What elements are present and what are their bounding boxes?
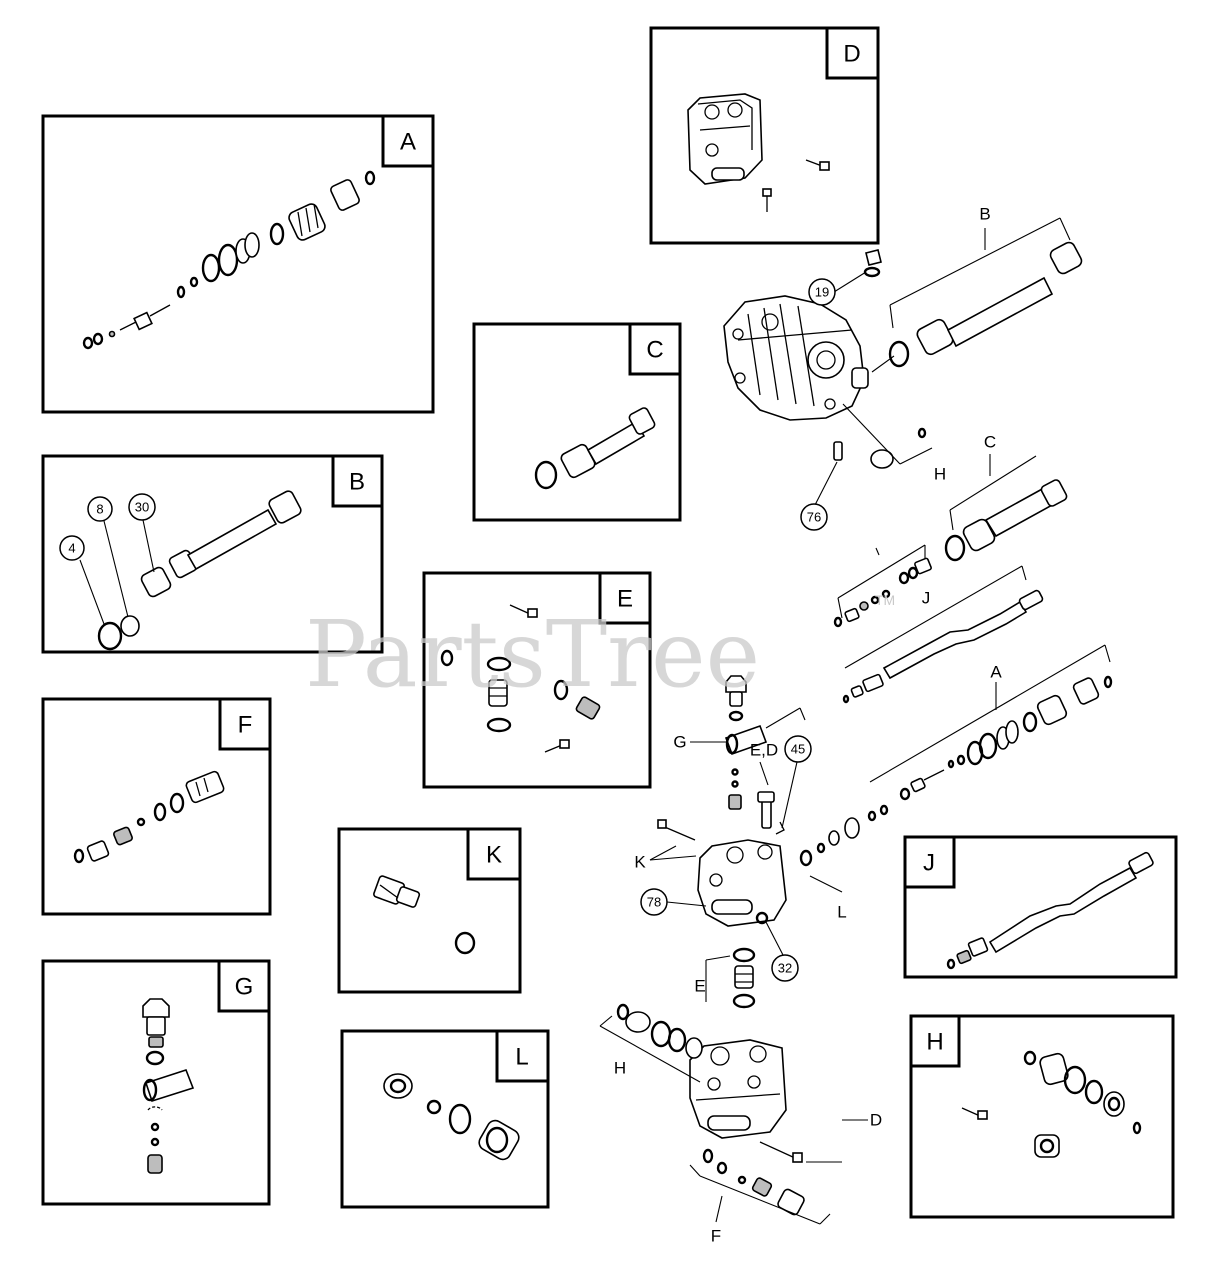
group-label-e: E xyxy=(694,977,705,996)
seal-h-illustration xyxy=(961,1050,1142,1158)
callout-76[interactable]: 76 xyxy=(800,461,838,531)
panel-d[interactable]: D xyxy=(649,26,880,245)
panel-l[interactable]: L xyxy=(340,1029,550,1209)
seal-kit-illustration xyxy=(73,770,225,864)
screw-illustration xyxy=(762,159,830,212)
svg-text:8: 8 xyxy=(96,502,103,517)
svg-text:30: 30 xyxy=(135,500,149,515)
panel-c[interactable]: C xyxy=(472,322,682,522)
svg-text:45: 45 xyxy=(791,742,805,757)
cylinder-g-main-illustration xyxy=(944,455,1068,562)
group-label-h: H xyxy=(934,465,946,484)
callout-78[interactable]: 78 xyxy=(640,888,707,916)
group-label-l: L xyxy=(837,903,846,922)
bolt-stack-illustration xyxy=(142,998,195,1174)
hose-illustration xyxy=(946,851,1154,970)
watermark-text: PartsTree xyxy=(305,601,760,708)
panel-h[interactable]: H xyxy=(909,1014,1175,1219)
group-label-g: G xyxy=(673,733,686,752)
seal-set-illustration xyxy=(383,1073,520,1161)
panel-f-label: F xyxy=(238,712,253,739)
panel-f[interactable]: F xyxy=(41,697,272,916)
callout-8[interactable]: 8 xyxy=(87,496,129,618)
panel-e[interactable]: E xyxy=(422,571,652,789)
group-label-a: A xyxy=(990,663,1002,682)
group-label-h-lower: H xyxy=(614,1059,626,1078)
panel-j[interactable]: J xyxy=(903,835,1178,979)
pump-body-illustration xyxy=(723,249,927,469)
fitting-illustration xyxy=(373,875,476,955)
panel-b-label: B xyxy=(349,469,365,496)
callout-32[interactable]: 32 xyxy=(765,921,799,982)
callout-19[interactable]: 19 xyxy=(808,271,867,306)
group-label-b: B xyxy=(979,205,990,224)
panel-c-label: C xyxy=(646,337,663,364)
cylinder-b-main-illustration xyxy=(871,217,1083,373)
callout-30[interactable]: 30 xyxy=(128,493,156,573)
panel-e-label: E xyxy=(617,586,633,613)
g-bolt-main-illustration xyxy=(724,675,806,810)
svg-text:4: 4 xyxy=(68,541,75,556)
panel-g[interactable]: G xyxy=(41,959,271,1206)
group-label-c: C xyxy=(984,433,996,452)
panel-d-label: D xyxy=(843,41,860,68)
cylinder-b-illustration xyxy=(97,490,302,651)
group-label-d: D xyxy=(870,1111,882,1130)
valve-assembly-illustration xyxy=(82,170,376,350)
group-label-k: K xyxy=(634,853,646,872)
svg-text:32: 32 xyxy=(778,961,792,976)
valve-head-illustration xyxy=(687,93,763,185)
svg-text:19: 19 xyxy=(815,285,829,300)
panel-b[interactable]: B 4 8 30 xyxy=(41,454,384,654)
group-label-e-d: E,D xyxy=(750,741,778,760)
e-valve-main-illustration xyxy=(732,947,756,1009)
panel-h-label: H xyxy=(926,1029,943,1056)
panel-j-label: J xyxy=(923,850,935,877)
svg-text:78: 78 xyxy=(647,895,661,910)
cylinder-illustration xyxy=(534,407,656,490)
lower-valve-head-illustration xyxy=(599,1003,842,1225)
panel-g-label: G xyxy=(235,974,254,1001)
panel-a-label: A xyxy=(400,129,416,156)
watermark-trademark: TM xyxy=(875,592,895,608)
cylinder-a-main-illustration xyxy=(869,644,1113,801)
valve-head-main-illustration xyxy=(657,791,889,927)
svg-text:76: 76 xyxy=(807,510,821,525)
callout-45[interactable]: 45 xyxy=(781,735,812,829)
callout-4[interactable]: 4 xyxy=(59,535,105,625)
group-label-f: F xyxy=(711,1227,721,1246)
group-labels: B H C J A G E,D K L E H D F xyxy=(614,205,1002,1246)
panel-k-label: K xyxy=(486,842,502,869)
group-label-j: J xyxy=(922,589,931,608)
watermark: PartsTree TM xyxy=(305,592,895,708)
valve-parts-illustration xyxy=(440,604,601,753)
panel-k[interactable]: K xyxy=(337,827,522,994)
j-hose-main-illustration xyxy=(833,544,1044,704)
panel-a[interactable]: A xyxy=(41,114,435,414)
panel-l-label: L xyxy=(515,1044,528,1071)
